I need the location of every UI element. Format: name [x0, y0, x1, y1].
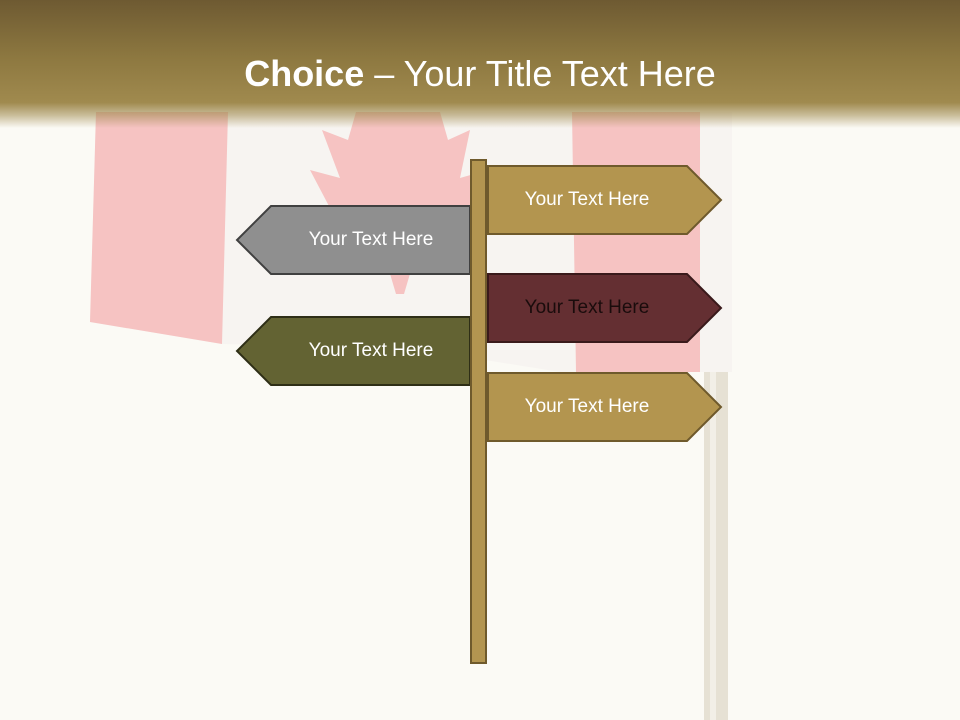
sign-label: Your Text Here [308, 229, 434, 250]
title-bold: Choice [244, 53, 365, 94]
title-band [0, 0, 960, 128]
flag-left-red-band [90, 112, 228, 344]
signpost-arrow-right[interactable]: Your Text Here [487, 273, 723, 343]
maple-leaf-icon [310, 112, 488, 294]
signpost-arrow-left[interactable]: Your Text Here [235, 316, 471, 386]
sign-label: Your Text Here [524, 189, 650, 210]
slide-title: Choice – Your Title Text Here [0, 52, 960, 96]
arrow-right-shape [487, 372, 723, 442]
signpost-pole [470, 159, 487, 664]
signpost-arrow-left[interactable]: Your Text Here [235, 205, 471, 275]
sign-label: Your Text Here [308, 340, 434, 361]
arrow-right-shape [487, 273, 723, 343]
arrow-right-shape [487, 165, 723, 235]
signpost-arrow-right[interactable]: Your Text Here [487, 165, 723, 235]
title-rest: – Your Title Text Here [364, 53, 716, 94]
sign-label: Your Text Here [524, 396, 650, 417]
sign-label: Your Text Here [524, 297, 650, 318]
signpost-arrow-right[interactable]: Your Text Here [487, 372, 723, 442]
